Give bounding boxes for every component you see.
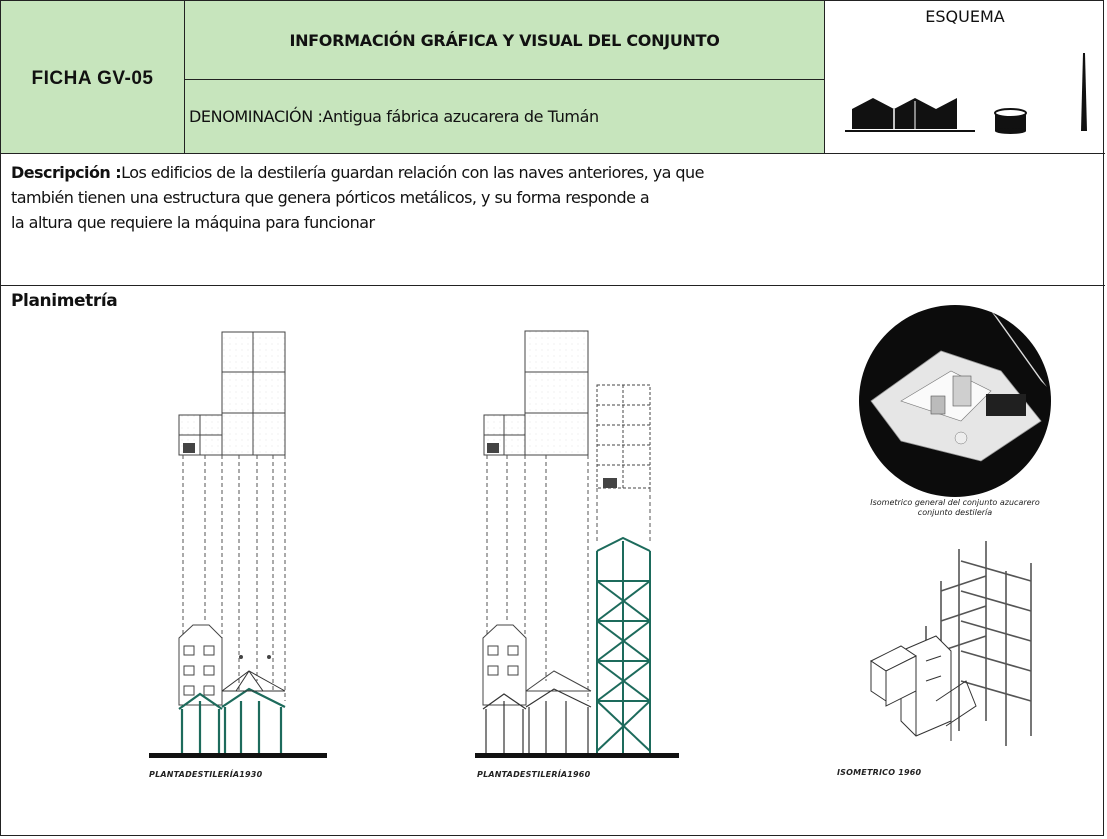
descripcion-label: Descripción : xyxy=(11,163,122,182)
iso-1960-drawing xyxy=(870,541,1032,746)
sheet-title: INFORMACIÓN GRÁFICA Y VISUAL DEL CONJUNT… xyxy=(289,30,720,50)
ficha-id-cell: FICHA GV-05 xyxy=(1,1,185,154)
descripcion-line-2: también tienen una estructura que genera… xyxy=(11,188,650,207)
descripcion-line-3: la altura que requiere la máquina para f… xyxy=(11,213,375,232)
descripcion-line-1: Descripción :Los edificios de la destile… xyxy=(11,163,704,182)
plan-1930-drawing xyxy=(178,331,286,706)
esquema-tank-shape xyxy=(994,108,1027,134)
esquema-cell: ESQUEMA xyxy=(825,1,1105,154)
descripcion-section: Descripción :Los edificios de la destile… xyxy=(1,154,1105,286)
plan-1930-stair xyxy=(183,443,195,453)
caption-plan-1930: PLANTADESTILERÍA1930 xyxy=(149,770,263,779)
caption-plan-1960: PLANTADESTILERÍA1960 xyxy=(477,770,591,779)
esquema-label: ESQUEMA xyxy=(925,7,1005,26)
plan-1930-ground xyxy=(149,753,327,758)
denominacion-text: DENOMINACIÓN :Antigua fábrica azucarera … xyxy=(189,107,599,126)
denominacion-cell: DENOMINACIÓN :Antigua fábrica azucarera … xyxy=(185,80,825,154)
plan-1960-ground xyxy=(475,753,679,758)
esquema-warehouses-shape xyxy=(852,98,957,129)
plan-1930-steel-frames xyxy=(178,687,286,753)
plan-1960-lower-frames xyxy=(482,688,592,753)
esquema-diagram xyxy=(845,53,1087,134)
plan-1960-steel-tower xyxy=(596,536,651,753)
esquema-chimney-shape xyxy=(1081,53,1087,131)
plan-1960-drawing xyxy=(482,330,651,706)
caption-iso-1960: ISOMETRICO 1960 xyxy=(837,768,922,777)
plan-1930-roof-trusses xyxy=(221,670,286,692)
iso-general-drawing xyxy=(859,305,1051,497)
sheet-title-cell: INFORMACIÓN GRÁFICA Y VISUAL DEL CONJUNT… xyxy=(185,1,825,80)
ficha-id: FICHA GV-05 xyxy=(31,68,154,89)
caption-iso-general: Isometrico general del conjunto azucarer… xyxy=(870,498,1040,517)
planimetria-title: Planimetría xyxy=(11,291,118,311)
